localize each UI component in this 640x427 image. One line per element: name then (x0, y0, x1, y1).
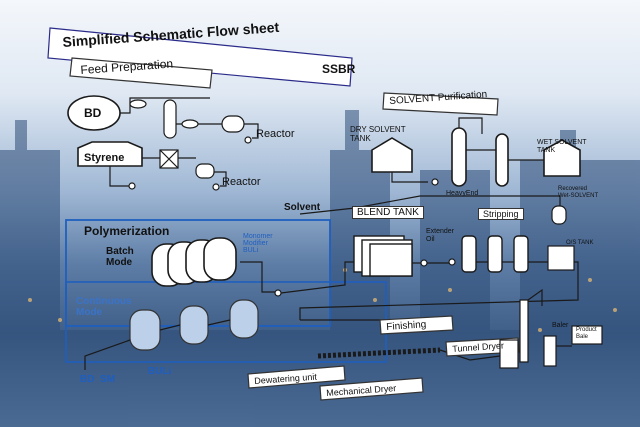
product-bale (571, 325, 603, 345)
feed-frame (69, 57, 213, 89)
bd-label: BD (84, 106, 102, 120)
wet-solvent-tank-label: WET SOLVENT TANK (537, 139, 587, 154)
baler (543, 335, 557, 367)
stripper-1 (461, 235, 477, 273)
batch-mode-label: Batch Mode (106, 246, 134, 268)
feed-pump-2 (212, 183, 220, 191)
dry-solvent-tank-label: DRY SOLVENT TANK (350, 125, 406, 143)
buli-label: BULi (148, 366, 172, 377)
reactor-label-2: Reactor (222, 176, 261, 188)
recovered-solvent-drum (551, 205, 567, 225)
blend-tank-3 (369, 243, 413, 277)
feed-column (163, 99, 177, 139)
stripper-2 (487, 235, 503, 273)
batch-reactor-4 (203, 237, 237, 281)
recovery-column (495, 133, 509, 187)
cont-reactor-3 (229, 299, 259, 339)
continuous-border (65, 281, 387, 363)
dewatering-frame (247, 365, 346, 389)
continuous-mode-label: Continuous Mode (76, 296, 132, 318)
cont-reactor-2 (179, 305, 209, 345)
heavy-end-label: HeavyEnd (446, 190, 479, 197)
recovered-solvent-label: Recovered Wet-SOLVENT (558, 186, 599, 199)
feed-drum-1 (129, 99, 147, 109)
solvent-pump (431, 178, 439, 186)
os-tank-label: O/S TANK (566, 240, 594, 246)
polymerization-label: Polymerization (84, 224, 170, 238)
wet-solvent-tank (543, 139, 581, 177)
mechanical-dryer-frame (319, 377, 424, 401)
title-frame (47, 27, 353, 87)
feed-drum-3 (221, 115, 245, 133)
solvent-label: Solvent (284, 202, 321, 213)
solvent-purification-frame (382, 92, 499, 116)
flowsheet-title-suffix: SSBR (322, 62, 356, 76)
oil-pump (448, 258, 456, 266)
stripping-label: Stripping (478, 208, 524, 220)
monomer-modifier-label: Monomer Modifier BULi (243, 233, 273, 254)
os-tank (547, 245, 575, 271)
tunnel-dryer (499, 339, 519, 369)
blend-pump (420, 259, 428, 267)
styrene-pump (128, 182, 136, 190)
baler-stack (519, 299, 529, 363)
feed-drum-2 (181, 119, 199, 129)
extender-oil-label: Extender Oil (426, 228, 455, 243)
input-bd-label: BD (80, 374, 95, 385)
styrene-tank (77, 141, 143, 167)
blend-tank-label: BLEND TANK (352, 206, 424, 219)
styrene-drum (195, 163, 215, 179)
product-bale-label: Product Bale (576, 327, 597, 340)
finishing-frame (379, 315, 454, 335)
batch-pump (274, 289, 282, 297)
reactor-label-1: Reactor (256, 128, 295, 140)
baler-label: Baler (552, 322, 569, 329)
styrene-label: Styrene (84, 152, 125, 164)
cont-reactor-1 (129, 309, 161, 351)
input-sm-label: SM (100, 374, 115, 385)
stripper-3 (513, 235, 529, 273)
dewatering-screw (317, 347, 441, 359)
feed-pump-1 (244, 136, 252, 144)
heavy-end-column (451, 127, 467, 187)
dry-solvent-tank (371, 137, 413, 173)
